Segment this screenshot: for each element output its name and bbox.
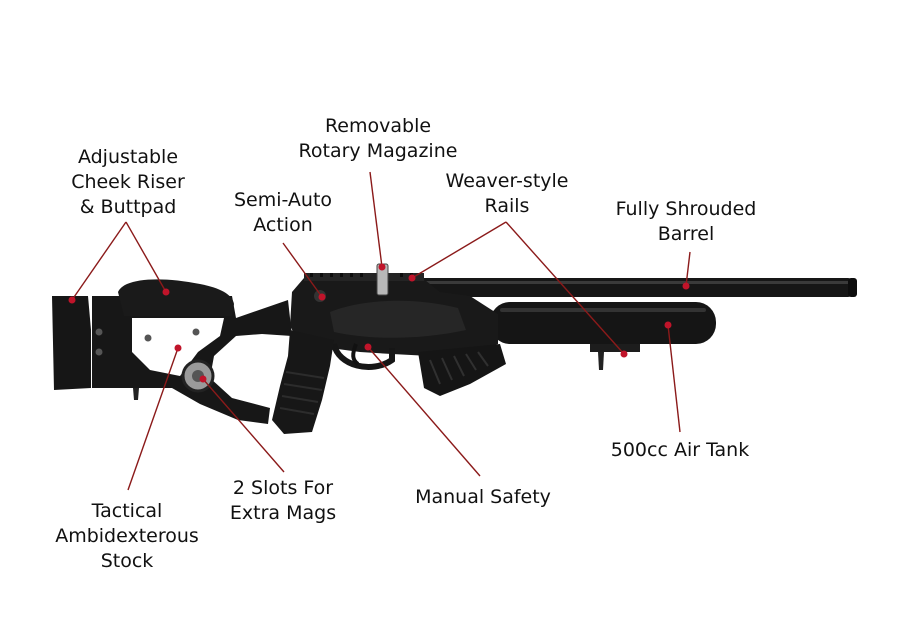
label-shrouded-barrel: Fully Shrouded Barrel xyxy=(616,197,757,247)
leader-safety xyxy=(367,346,481,477)
sling-stud xyxy=(598,352,604,370)
label-weaver-rails: Weaver-style Rails xyxy=(446,169,569,219)
label-line: Cheek Riser xyxy=(71,171,185,193)
label-line: 2 Slots For xyxy=(232,477,334,499)
top-rail xyxy=(304,273,424,281)
label-line: Semi-Auto xyxy=(233,189,333,211)
marker-air-tank xyxy=(664,321,672,329)
stock-screw xyxy=(192,328,200,336)
receiver-texture xyxy=(330,300,466,338)
pistol-grip xyxy=(272,330,334,434)
leader-semi-auto xyxy=(282,242,323,298)
leader-lines xyxy=(71,171,691,491)
label-line: Fully Shrouded xyxy=(615,198,757,220)
marker-barrel xyxy=(682,282,690,290)
leader-rails-under xyxy=(505,221,625,355)
air-tank-highlight xyxy=(500,308,706,312)
marker-safety xyxy=(364,343,372,351)
leader-air-tank xyxy=(667,324,681,433)
leader-cheek-riser-left xyxy=(71,221,127,301)
label-line: Rotary Magazine xyxy=(298,140,458,162)
cheek-riser xyxy=(118,279,234,316)
stock-foot xyxy=(133,388,139,400)
label-line: Extra Mags xyxy=(229,502,337,524)
label-line: Weaver-style xyxy=(445,170,569,192)
label-line: Stock xyxy=(100,550,154,572)
under-rail xyxy=(590,344,640,352)
barrel xyxy=(400,278,852,297)
label-cheek-riser: Adjustable Cheek Riser & Buttpad xyxy=(71,145,185,220)
marker-cheek-riser xyxy=(162,288,170,296)
label-air-tank: 500cc Air Tank xyxy=(611,438,749,463)
marker-extra-mags xyxy=(199,375,207,383)
label-semi-auto-action: Semi-Auto Action xyxy=(234,188,332,238)
marker-stock xyxy=(174,344,182,352)
leader-magazine xyxy=(369,171,383,268)
label-line: Rails xyxy=(484,195,530,217)
label-line: 500cc Air Tank xyxy=(610,439,750,461)
barrel-highlight xyxy=(400,281,852,284)
label-tactical-stock: Tactical Ambidexterous Stock xyxy=(55,499,199,574)
stock-screw xyxy=(144,334,152,342)
label-line: Manual Safety xyxy=(415,486,551,508)
leader-rails-top xyxy=(411,221,507,279)
trigger xyxy=(351,343,360,366)
leader-cheek-riser-right xyxy=(125,221,167,293)
label-extra-mags: 2 Slots For Extra Mags xyxy=(230,476,336,526)
stock-screw xyxy=(95,328,103,336)
marker-dots xyxy=(68,263,690,383)
leader-barrel xyxy=(685,251,691,287)
marker-magazine xyxy=(378,263,386,271)
label-line: Ambidexterous xyxy=(55,525,199,547)
label-line: Adjustable xyxy=(77,146,179,168)
label-line: Tactical xyxy=(91,500,163,522)
label-line: Action xyxy=(253,214,313,236)
buttpad xyxy=(52,296,91,390)
muzzle xyxy=(848,278,857,297)
grip-texture xyxy=(279,371,325,415)
marker-top-rail xyxy=(408,274,416,282)
air-tank xyxy=(490,302,716,344)
label-removable-magazine: Removable Rotary Magazine xyxy=(299,114,458,164)
label-manual-safety: Manual Safety xyxy=(415,485,551,510)
label-line: & Buttpad xyxy=(79,196,177,218)
trigger-guard xyxy=(331,343,395,370)
label-line: Removable xyxy=(324,115,432,137)
forend-ribs xyxy=(429,351,489,385)
marker-under-rail xyxy=(620,350,628,358)
leader-extra-mags xyxy=(202,378,285,473)
stock-screw xyxy=(95,348,103,356)
leader-stock xyxy=(127,347,179,491)
marker-buttpad xyxy=(68,296,76,304)
marker-semi-auto xyxy=(318,293,326,301)
label-line: Barrel xyxy=(657,223,715,245)
